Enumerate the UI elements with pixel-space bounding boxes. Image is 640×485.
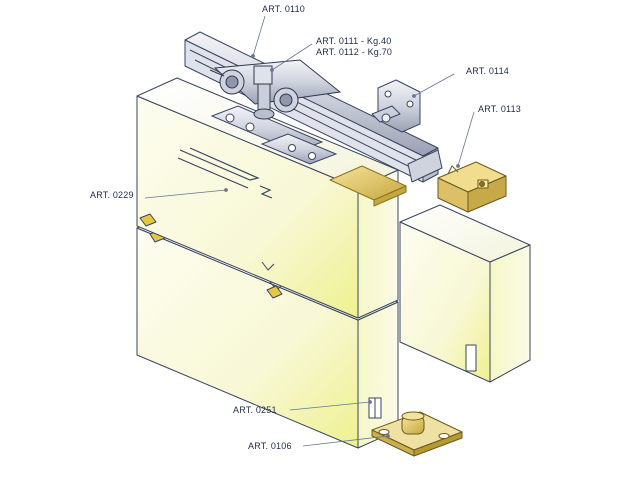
mounting-plates xyxy=(210,105,338,165)
leader-lines xyxy=(144,15,475,447)
label-art-0110: ART. 0110 xyxy=(262,4,305,14)
stopper-block xyxy=(437,161,507,213)
label-art-0112: ART. 0112 - Kg.70 xyxy=(316,47,393,57)
label-art-0106: ART. 0106 xyxy=(248,441,292,451)
label-art-0229: ART. 0229 xyxy=(90,190,134,200)
roller-trolley xyxy=(209,59,342,120)
label-art-0114: ART. 0114 xyxy=(466,66,509,76)
label-art-0251: ART. 0251 xyxy=(233,405,277,415)
label-art-0113: ART. 0113 xyxy=(478,104,521,114)
end-stop-bracket xyxy=(371,79,421,133)
spring-clip-part xyxy=(177,147,273,199)
label-art-0111: ART. 0111 - Kg.40 xyxy=(316,36,392,46)
back-door-panel xyxy=(399,204,531,383)
